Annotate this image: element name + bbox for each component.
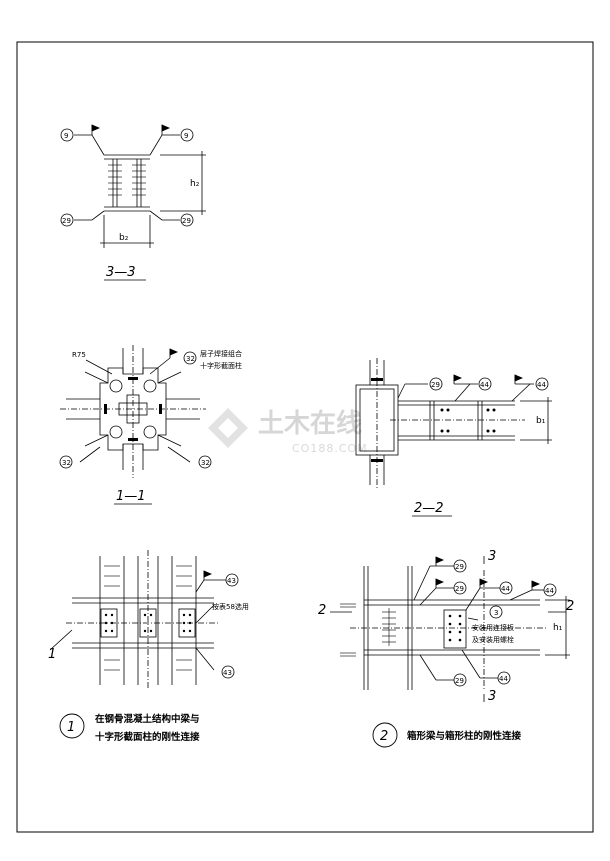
tag-32-top-text: 32 <box>186 355 195 363</box>
detail-1-cut-label: 1 <box>48 647 56 662</box>
detail-2-cut-left: 2 <box>318 603 326 618</box>
tag-32-right-text: 32 <box>201 459 210 467</box>
detail-2-note-line1: 安装用连接板 <box>472 623 514 632</box>
detail-1-number-badge: 1 <box>59 713 85 739</box>
detail-1-note: 按表58选用 <box>212 602 249 611</box>
dim-h2: h₂ <box>190 179 200 189</box>
section-1-1-caption: 1—1 <box>116 489 146 504</box>
detail-1-title-line1: 在钢骨混凝土结构中梁与 <box>95 713 200 725</box>
tag-44-d2-right-text: 44 <box>545 587 554 595</box>
detail-2-cut-top: 3 <box>488 549 496 564</box>
watermark-text: 土木在线 <box>258 409 362 439</box>
detail-1-number: 1 <box>67 720 75 735</box>
tag-44-d2-bottom-text: 44 <box>499 675 508 683</box>
tag-29-d2-mid-text: 29 <box>455 585 464 593</box>
dim-b2: b₂ <box>119 233 129 243</box>
tag-9-right-text: 9 <box>184 132 188 140</box>
tag-43-top-text: 43 <box>227 577 236 585</box>
section-3-3-caption: 3—3 <box>106 265 136 280</box>
tag-29-d2-top-text: 29 <box>455 563 464 571</box>
section-2-2 <box>355 358 552 490</box>
section-2-2-caption: 2—2 <box>414 501 444 516</box>
tag-43-bottom-text: 43 <box>223 669 232 677</box>
detail-2 <box>330 556 570 702</box>
detail-2-number-badge: 2 <box>372 722 398 748</box>
radius-r75: R75 <box>72 351 86 359</box>
tag-29-right-text: 29 <box>182 217 191 225</box>
watermark-logo-icon <box>208 408 248 448</box>
detail-2-note-line2: 及安装用螺栓 <box>472 635 514 644</box>
tag-3-d2-text: 3 <box>494 609 498 617</box>
tag-29-left-text: 29 <box>62 217 71 225</box>
detail-2-cut-bottom: 3 <box>488 689 496 704</box>
dim-b1: b₁ <box>536 416 546 426</box>
sheet-border <box>16 41 594 833</box>
section-1-1-note-line1: 层子焊接组合 <box>200 349 242 358</box>
detail-1 <box>49 550 220 690</box>
tag-29-d2-bottom-text: 29 <box>455 677 464 685</box>
watermark-subtext: CO188.COM <box>292 442 368 455</box>
tag-29-section-2-text: 29 <box>431 381 440 389</box>
tag-44-section-2a-text: 44 <box>480 381 489 389</box>
tag-32-left-text: 32 <box>62 459 71 467</box>
tag-44-section-2b-text: 44 <box>537 381 546 389</box>
section-1-1-note-line2: 十字形截面柱 <box>200 361 242 370</box>
tag-9-left-text: 9 <box>64 132 68 140</box>
detail-1-title-line2: 十字形截面柱的刚性连接 <box>95 731 200 743</box>
detail-2-number: 2 <box>380 729 388 744</box>
tag-44-d2-mid-text: 44 <box>501 585 510 593</box>
dim-h1: h₁ <box>553 623 563 633</box>
detail-2-cut-right: 2 <box>566 599 574 614</box>
section-1-1 <box>60 345 206 478</box>
watermark: 土木在线 CO188.COM <box>208 408 368 455</box>
section-3-3 <box>74 124 206 248</box>
detail-2-title: 箱形梁与箱形柱的刚性连接 <box>406 730 522 742</box>
